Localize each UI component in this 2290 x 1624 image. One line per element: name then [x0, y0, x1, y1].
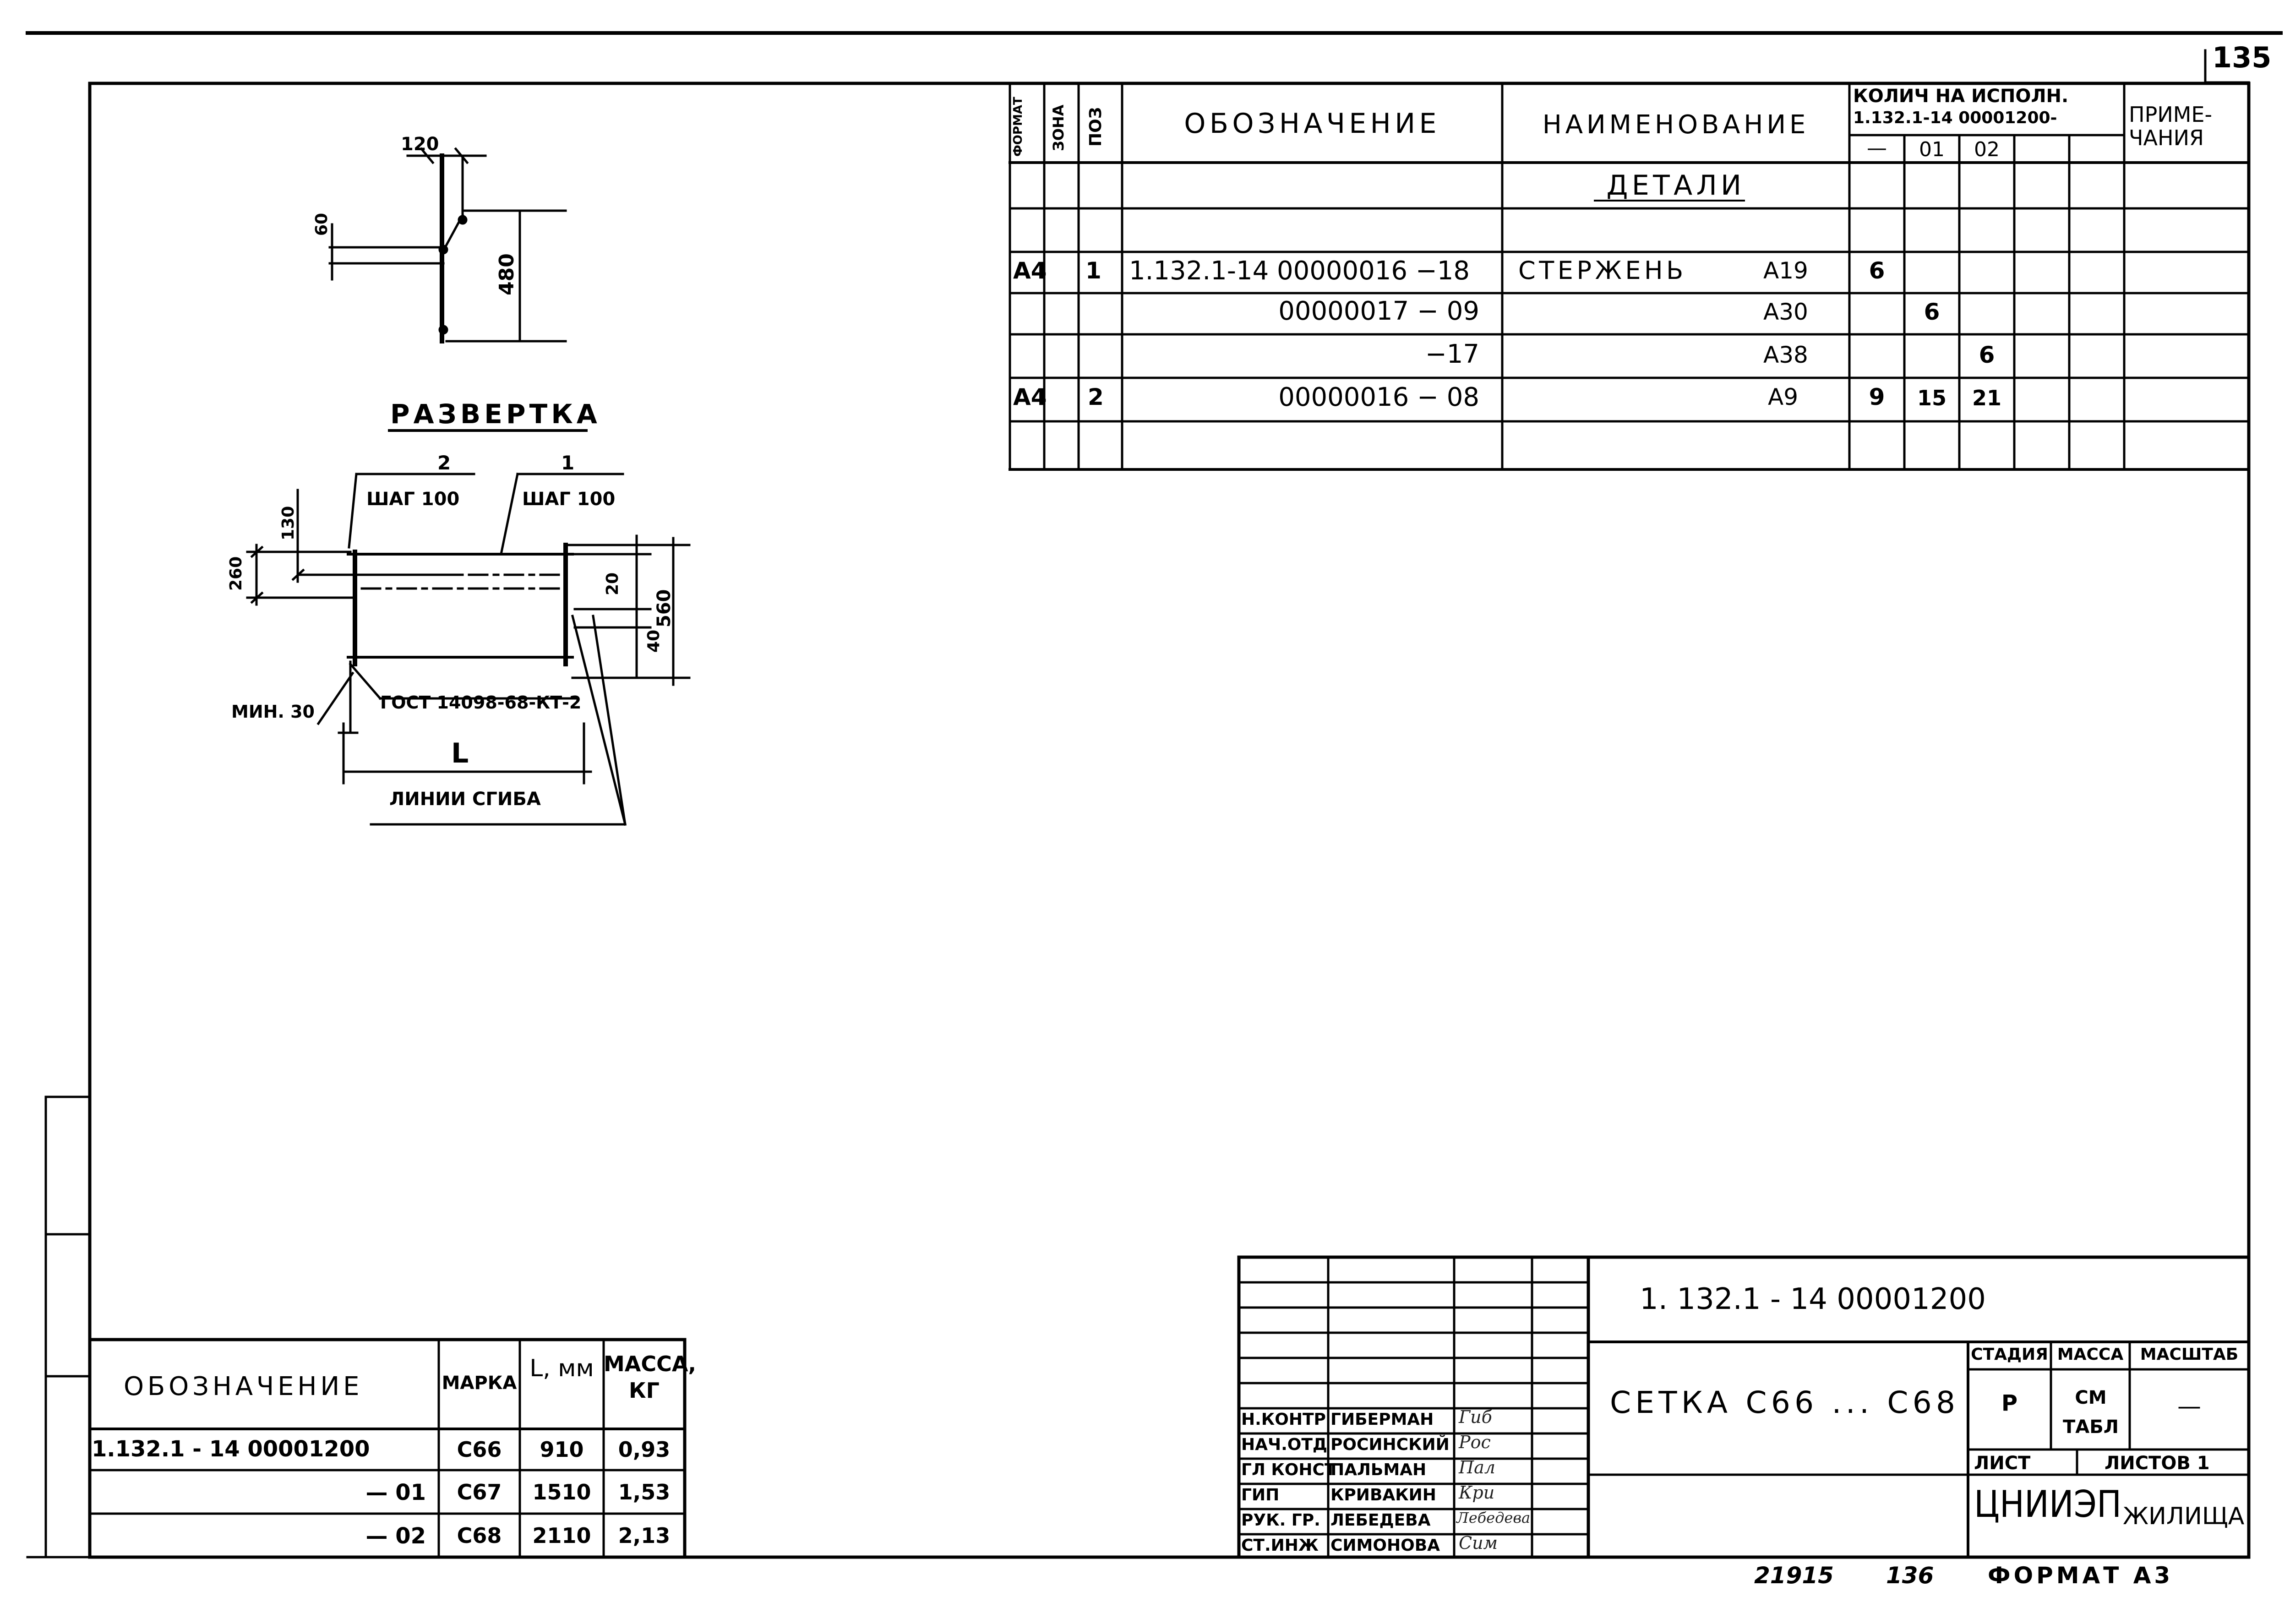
spec-row-qty-02: 21 — [1972, 386, 2001, 410]
marks-row-mass: 1,53 — [618, 1480, 671, 1504]
mass-label: МАССА — [2057, 1345, 2124, 1364]
staff-role: Н.КОНТР — [1241, 1410, 1326, 1429]
stage-value: Р — [2001, 1390, 2018, 1416]
inventory-number: 21915 — [1754, 1562, 1834, 1589]
min-30-label: МИН. 30 — [231, 702, 315, 722]
spec-row-pos: 1 — [1085, 257, 1101, 284]
spec-header-qty-02: 02 — [1974, 138, 2000, 161]
step-label-1: ШАГ 100 — [522, 489, 616, 510]
staff-signature: Сим — [1459, 1533, 1498, 1553]
spec-header-format: ФОРМАТ — [1011, 97, 1025, 157]
org-name: ЖИЛИЩА — [2123, 1503, 2245, 1530]
gost-note: ГОСТ 14098-68-КТ-2 — [380, 692, 582, 713]
dim-40-label: 40 — [644, 629, 663, 653]
sheet-label: ЛИСТ — [1974, 1453, 2031, 1474]
staff-signature: Рос — [1459, 1432, 1491, 1452]
staff-role: НАЧ.ОТД — [1241, 1435, 1327, 1454]
staff-role: ГЛ КОНСТ — [1241, 1461, 1336, 1479]
staff-signature: Кри — [1459, 1482, 1495, 1503]
callout-1: 1 — [561, 452, 575, 474]
spec-row-designation: 00000017 − 09 — [1278, 296, 1479, 326]
corner-page-number: 135 — [2212, 41, 2272, 74]
marks-row-designation: — 02 — [365, 1523, 426, 1549]
marks-header-mark: МАРКА — [442, 1373, 517, 1394]
bend-lines-label: ЛИНИИ СГИБА — [389, 789, 541, 810]
marks-header-mass: МАССА, КГ — [604, 1352, 696, 1403]
marks-row-mass: 2,13 — [618, 1523, 671, 1548]
dim-20-label: 20 — [603, 572, 622, 595]
dim-L-label: L — [451, 737, 469, 769]
dim-60-label: 60 — [312, 213, 331, 236]
bottom-page-number: 136 — [1886, 1562, 1934, 1589]
stage-label: СТАДИЯ — [1971, 1345, 2048, 1364]
spec-header-name: НАИМЕНОВАНИЕ — [1542, 110, 1810, 140]
staff-name: СИМОНОВА — [1330, 1536, 1440, 1555]
spec-row-qty-base: 9 — [1869, 384, 1885, 410]
format-label: ФОРМАТ А3 — [1988, 1562, 2174, 1589]
spec-row-mark: А38 — [1763, 342, 1808, 368]
development-title: РАЗВЕРТКА — [390, 398, 601, 430]
spec-header-qty-01: 01 — [1919, 138, 1945, 161]
staff-signature: Пал — [1459, 1457, 1495, 1477]
dim-130-label: 130 — [279, 506, 298, 540]
marks-header-length: L, мм — [529, 1355, 594, 1382]
spec-header-qty-doc: 1.132.1-14 00001200- — [1853, 109, 2057, 127]
scale-value: — — [2177, 1393, 2201, 1420]
spec-row-designation: 00000016 − 08 — [1278, 382, 1479, 412]
spec-header-notes: ПРИМЕ-ЧАНИЯ — [2129, 102, 2213, 150]
step-label-2: ШАГ 100 — [366, 489, 460, 510]
spec-header-qty-base: — — [1867, 136, 1887, 160]
spec-row-qty-02: 6 — [1979, 342, 1995, 368]
mass-value: СМ ТАБЛ — [2063, 1387, 2119, 1438]
spec-row-format: А4 — [1013, 384, 1047, 410]
staff-signature: Гиб — [1459, 1407, 1492, 1427]
spec-header-designation: ОБОЗНАЧЕНИЕ — [1184, 108, 1440, 140]
scale-label: МАСШТАБ — [2140, 1345, 2239, 1364]
staff-role: СТ.ИНЖ — [1241, 1536, 1319, 1555]
spec-row-format: А4 — [1013, 257, 1047, 284]
spec-row-designation: 1.132.1-14 00000016 −18 — [1129, 256, 1470, 286]
spec-row-name: СТЕРЖЕНЬ — [1518, 256, 1687, 285]
spec-row-qty-01: 15 — [1917, 386, 1946, 410]
spec-header-pos: ПОЗ — [1086, 107, 1105, 147]
staff-signature: Лебедева — [1456, 1509, 1531, 1526]
org-logo-text: ЦНИИЭП — [1974, 1483, 2122, 1526]
dim-120-label: 120 — [401, 134, 439, 155]
spec-row-pos: 2 — [1088, 384, 1104, 410]
marks-row-designation: — 01 — [365, 1480, 426, 1505]
spec-header-qty-title: КОЛИЧ НА ИСПОЛН. — [1853, 86, 2069, 107]
marks-row-length: 2110 — [532, 1523, 591, 1548]
spec-row-designation: −17 — [1425, 339, 1479, 369]
spec-row-qty-base: 6 — [1869, 257, 1885, 284]
marks-row-designation: 1.132.1 - 14 00001200 — [92, 1436, 370, 1462]
spec-row-qty-01: 6 — [1924, 299, 1940, 325]
dim-480-label: 480 — [495, 253, 518, 295]
spec-row-mark: А19 — [1763, 257, 1808, 284]
marks-row-mark: С66 — [457, 1437, 502, 1462]
staff-name: РОСИНСКИЙ — [1330, 1435, 1450, 1454]
marks-row-length: 910 — [540, 1437, 584, 1462]
dim-260-label: 260 — [227, 556, 245, 591]
staff-name: ЛЕБЕДЕВА — [1330, 1511, 1431, 1530]
marks-row-mass: 0,93 — [618, 1437, 671, 1462]
spec-row-mark: А30 — [1763, 299, 1808, 325]
marks-row-length: 1510 — [532, 1480, 591, 1504]
marks-row-mark: С68 — [457, 1523, 502, 1548]
spec-row-mark: А9 — [1768, 384, 1799, 410]
staff-name: КРИВАКИН — [1330, 1486, 1436, 1504]
spec-section-title: ДЕТАЛИ — [1606, 169, 1745, 202]
sheets-label: ЛИСТОВ 1 — [2105, 1453, 2210, 1474]
spec-header-zone: ЗОНА — [1050, 104, 1067, 151]
document-code: 1. 132.1 - 14 00001200 — [1640, 1282, 1986, 1316]
callout-2: 2 — [437, 452, 451, 474]
marks-header-designation: ОБОЗНАЧЕНИЕ — [124, 1372, 363, 1401]
dim-560-label: 560 — [654, 589, 675, 628]
document-title: СЕТКА С66 ... С68 — [1610, 1385, 1960, 1420]
staff-role: РУК. ГР. — [1241, 1511, 1320, 1530]
staff-name: ГИБЕРМАН — [1330, 1410, 1434, 1429]
staff-role: ГИП — [1241, 1486, 1280, 1504]
staff-name: ПАЛЬМАН — [1330, 1461, 1427, 1479]
marks-row-mark: С67 — [457, 1480, 502, 1504]
